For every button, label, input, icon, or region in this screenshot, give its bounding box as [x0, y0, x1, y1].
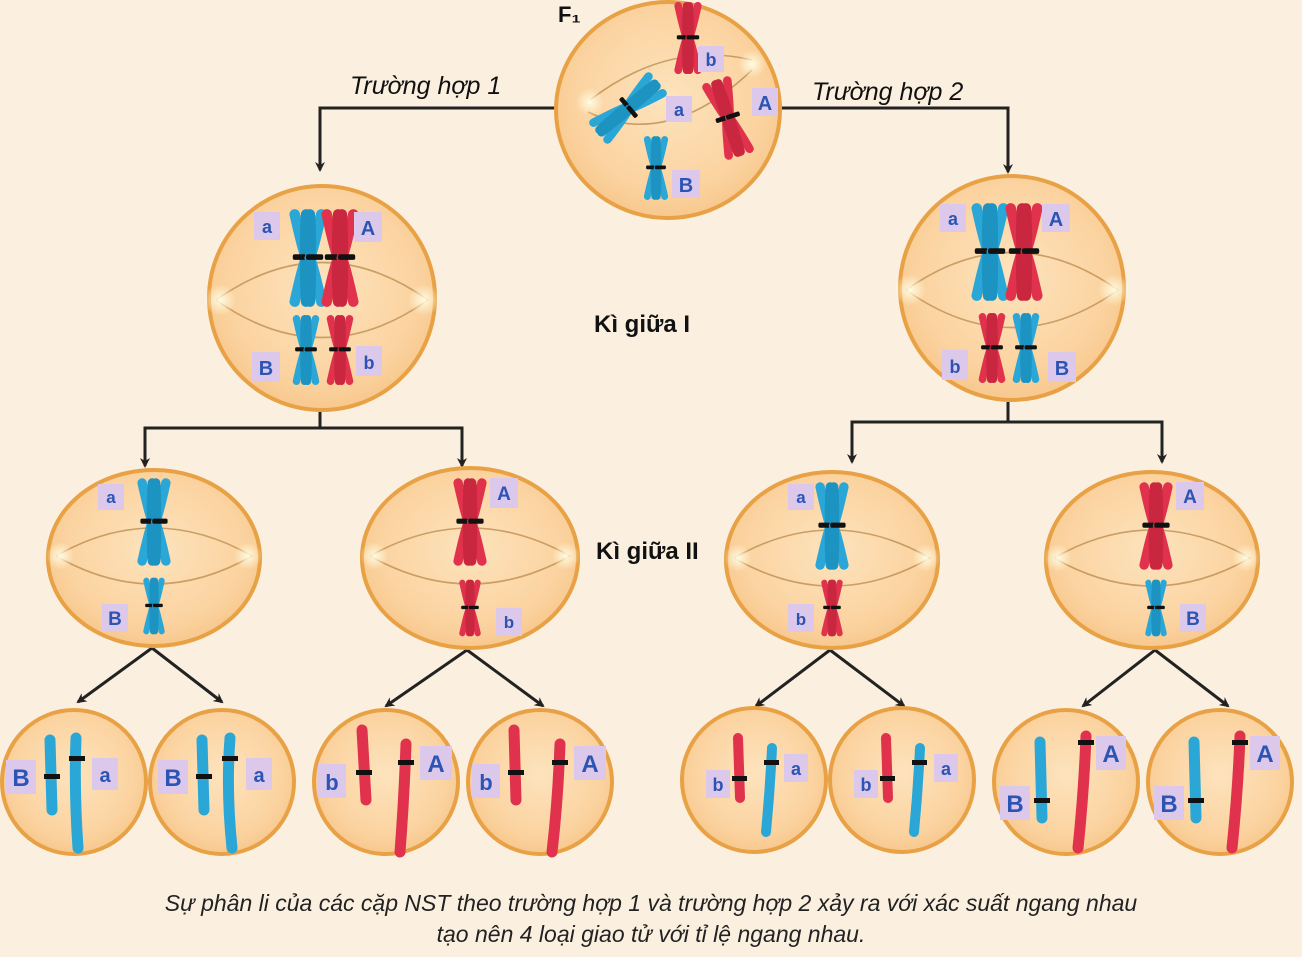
allele-label: a	[796, 488, 806, 507]
gamete-cell-6	[828, 706, 976, 854]
case1-label: Trường hợp 1	[350, 72, 502, 100]
allele-tag: a	[98, 484, 124, 510]
allele-tag: b	[706, 770, 730, 798]
allele-tag: A	[1250, 736, 1280, 770]
allele-label: A	[1183, 487, 1197, 508]
allele-tag: a	[254, 212, 280, 240]
allele-label: b	[504, 613, 514, 632]
allele-tag: A	[1176, 482, 1204, 510]
allele-label: A	[758, 93, 772, 115]
gamete-cell-7	[992, 708, 1140, 856]
allele-tag: a	[940, 204, 966, 232]
allele-tag-f1-b: b	[698, 46, 724, 72]
allele-tag: A	[574, 746, 606, 780]
allele-label: b	[479, 770, 492, 795]
caption-line-2: tạo nên 4 loại giao tử với tỉ lệ ngang n…	[436, 921, 866, 947]
allele-tag: A	[1042, 204, 1070, 232]
allele-label: a	[948, 209, 959, 229]
allele-label: b	[325, 770, 338, 795]
allele-label: B	[1160, 791, 1177, 818]
f1-label: F₁	[558, 2, 581, 27]
allele-tag: b	[318, 764, 346, 798]
allele-tag-f1-a: a	[666, 96, 692, 122]
allele-tag: B	[1000, 786, 1030, 820]
allele-tag: B	[102, 604, 128, 632]
allele-label: b	[706, 50, 717, 70]
allele-label: A	[581, 751, 598, 778]
allele-label: b	[950, 357, 961, 377]
gamete-chromosomes	[44, 724, 1248, 858]
allele-label: B	[108, 609, 122, 630]
allele-tag: a	[92, 758, 118, 790]
allele-label: B	[259, 358, 273, 380]
allele-label: a	[253, 765, 265, 787]
spindle-poles	[46, 50, 1260, 572]
allele-label: A	[497, 484, 511, 505]
allele-label: a	[106, 488, 116, 507]
case2-label: Trường hợp 2	[812, 78, 964, 106]
allele-label: a	[262, 217, 273, 237]
allele-tag: A	[354, 212, 382, 242]
allele-tag: B	[158, 760, 188, 794]
allele-label: b	[364, 353, 375, 373]
allele-tag: b	[472, 764, 500, 798]
gamete-cell-8	[1146, 708, 1294, 856]
allele-label: B	[1055, 358, 1069, 380]
allele-tag: b	[942, 350, 968, 380]
allele-label: b	[796, 610, 806, 629]
allele-tag: a	[246, 758, 272, 790]
allele-label: a	[674, 100, 685, 120]
allele-tag: b	[496, 608, 522, 636]
allele-label: B	[164, 765, 181, 792]
allele-tag: A	[1096, 736, 1126, 770]
allele-label: B	[1186, 609, 1200, 630]
allele-tag: b	[854, 770, 878, 798]
allele-label: a	[941, 759, 952, 779]
metaphase1-label: Kì giữa I	[594, 311, 691, 338]
allele-tag-f1-B: B	[672, 170, 700, 198]
allele-tag: a	[788, 484, 814, 510]
allele-label: B	[679, 175, 693, 197]
allele-tag: A	[490, 478, 518, 508]
gamete-cell-2	[148, 708, 296, 856]
allele-tags: b a A B a A B b a A b B a B A b a b A B …	[6, 46, 1280, 820]
allele-label: B	[1006, 791, 1023, 818]
allele-tag: a	[934, 754, 958, 782]
caption-line-1: Sự phân li của các cặp NST theo trường h…	[164, 890, 1138, 916]
arrows	[76, 106, 1230, 708]
allele-tag: B	[1154, 786, 1184, 820]
metaphase2-label: Kì giữa II	[596, 538, 699, 565]
allele-label: A	[1049, 209, 1063, 231]
allele-label: a	[791, 759, 802, 779]
allele-tag: b	[356, 346, 382, 376]
allele-tag: B	[1048, 352, 1076, 382]
allele-label: A	[427, 751, 444, 778]
figure-caption: Sự phân li của các cặp NST theo trường h…	[0, 888, 1302, 950]
allele-label: A	[1256, 741, 1273, 768]
allele-tag: a	[784, 754, 808, 782]
allele-label: A	[1102, 741, 1119, 768]
allele-label: b	[713, 775, 724, 795]
chromosomes	[44, 6, 1248, 858]
allele-label: a	[99, 765, 111, 787]
allele-tag: A	[420, 746, 452, 780]
gamete-cell-5	[680, 706, 828, 854]
allele-tag: b	[788, 604, 814, 632]
allele-tag: B	[1180, 604, 1206, 632]
allele-label: A	[361, 218, 375, 240]
allele-tag: B	[6, 760, 36, 794]
allele-tag-f1-A: A	[752, 88, 778, 116]
allele-tag: B	[252, 352, 280, 382]
allele-label: b	[861, 775, 872, 795]
allele-label: B	[12, 765, 29, 792]
